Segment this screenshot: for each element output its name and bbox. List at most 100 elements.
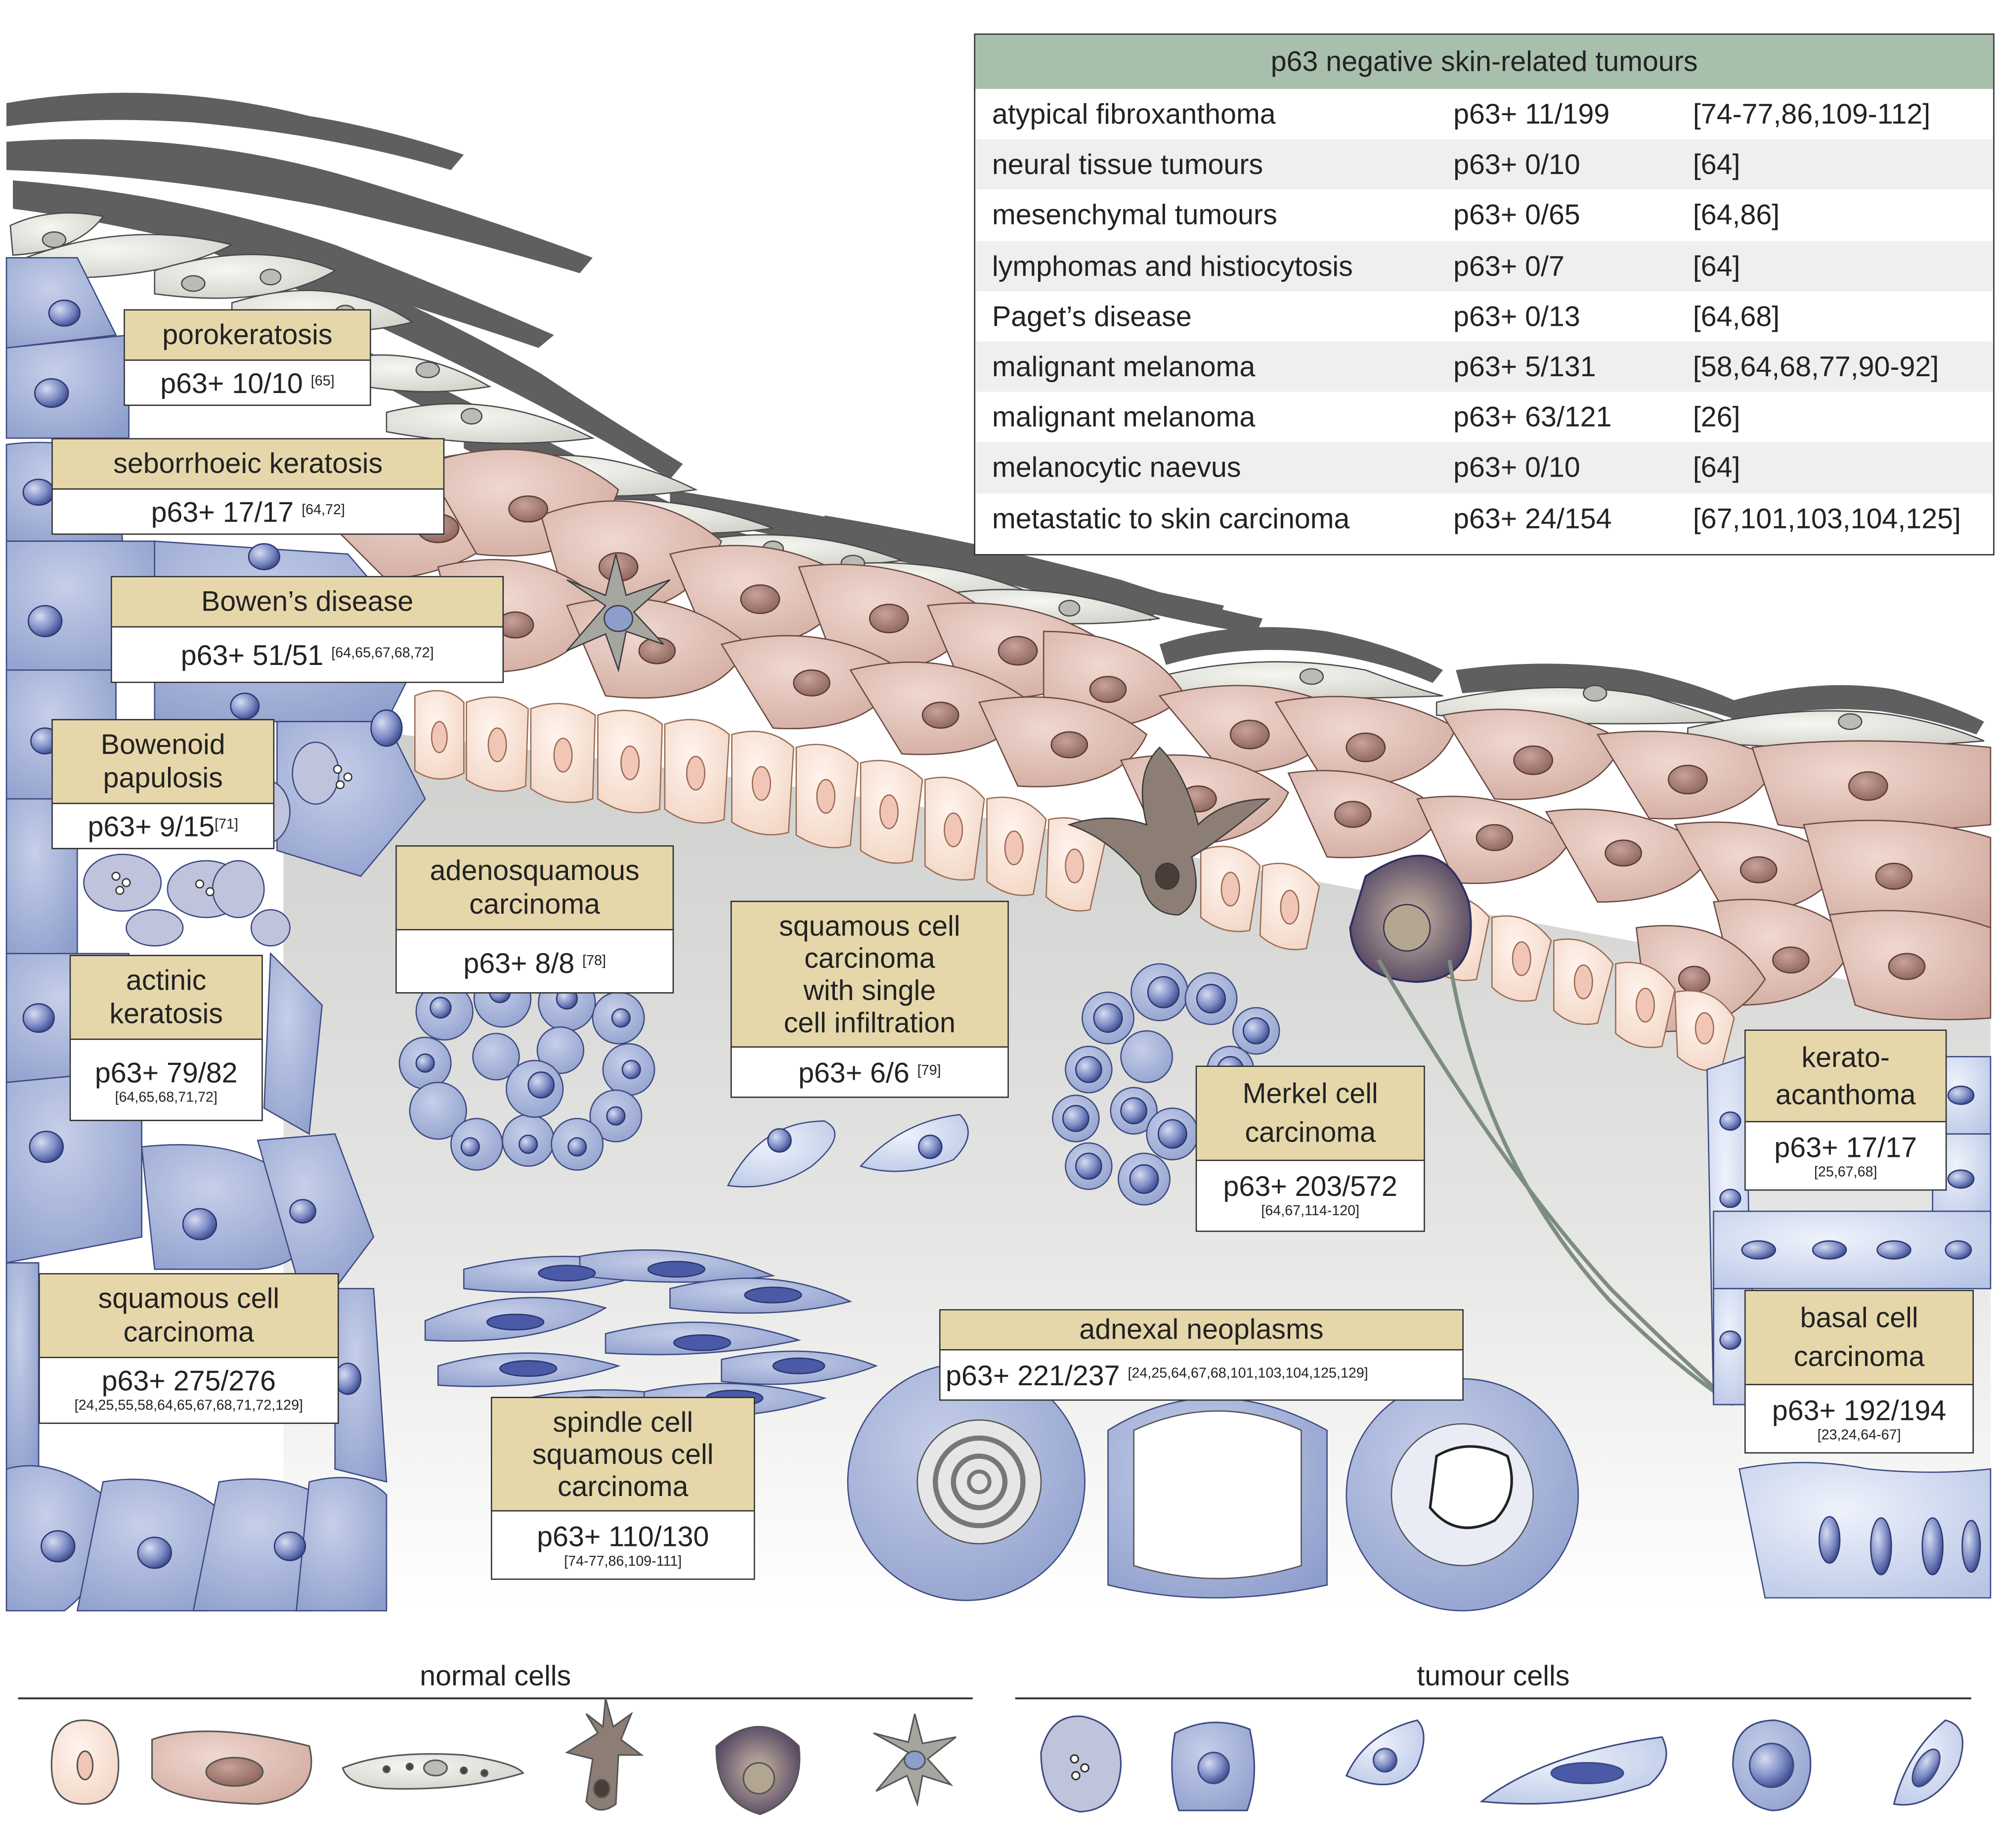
label-title-line: carcinoma — [469, 887, 600, 921]
row-name: neural tissue tumours — [992, 148, 1263, 181]
legend-tumour-cells — [1040, 1715, 1964, 1813]
row-name: metastatic to skin carcinoma — [992, 502, 1350, 534]
label-value-line: p63+ 221/237 [24,25,64,67,68,101,103,104… — [940, 1350, 1463, 1400]
label-value-line: p63+ 10/10 [65] — [125, 360, 370, 405]
label-porokeratosis: porokeratosis p63+ 10/10 [65] — [124, 309, 371, 406]
row-refs: [58,64,68,77,90-92] — [1693, 350, 1939, 383]
label-refs: [24,25,64,67,68,101,103,104,125,129] — [1128, 1365, 1368, 1382]
table-row: melanocytic naevus p63+ 0/10 [64] — [975, 442, 1994, 493]
row-name: Paget’s disease — [992, 300, 1192, 332]
label-value: p63+ 275/276 — [101, 1364, 276, 1397]
row-value: p63+ 0/65 — [1453, 199, 1580, 231]
label-title-line: kerato- — [1801, 1041, 1890, 1074]
label-refs: [64,65,68,71,72] — [115, 1090, 217, 1106]
label-refs: [71] — [215, 817, 238, 833]
label-title-line: carcinoma — [804, 942, 935, 974]
row-value: p63+ 11/199 — [1453, 98, 1610, 131]
row-refs: [64] — [1693, 249, 1740, 282]
dendritic-cells — [566, 554, 1271, 916]
label-value: p63+ 221/237 — [946, 1359, 1120, 1392]
label-title-line: squamous cell — [532, 1438, 714, 1470]
label-title-line: keratosis — [109, 997, 223, 1030]
label-seborrhoeic-keratosis: seborrhoeic keratosis p63+ 17/17 [64,72] — [51, 438, 445, 535]
label-value-block: p63+ 192/194[23,24,64-67] — [1745, 1385, 1973, 1452]
label-value: p63+ 17/17 — [1774, 1131, 1917, 1164]
label-refs: [23,24,64-67] — [1817, 1427, 1901, 1444]
label-refs: [24,25,55,58,64,65,67,68,71,72,129] — [74, 1398, 304, 1414]
row-value: p63+ 0/10 — [1453, 148, 1580, 181]
label-title-line: squamous cell — [98, 1282, 280, 1315]
label-value: p63+ 8/8 — [463, 947, 575, 979]
row-name: malignant melanoma — [992, 350, 1256, 383]
label-value: p63+ 10/10 — [160, 367, 303, 400]
legend-normal-cells — [50, 1698, 956, 1815]
label-bowens-disease: Bowen’s disease p63+ 51/51 [64,65,67,68,… — [111, 576, 504, 683]
legend-normal-title: normal cells — [420, 1660, 571, 1692]
row-name: melanocytic naevus — [992, 451, 1241, 484]
single-infiltrating-nuclei — [767, 1128, 943, 1159]
spindle-cell-cluster — [424, 1249, 878, 1421]
label-title-line: squamous cell — [779, 910, 960, 942]
label-value: p63+ 6/6 — [798, 1056, 910, 1089]
label-value: p63+ 51/51 — [180, 639, 324, 671]
label-value-block: p63+ 275/276[24,25,55,58,64,65,67,68,71,… — [40, 1358, 338, 1423]
label-title-line: carcinoma — [557, 1470, 689, 1503]
label-title-line: carcinoma — [1793, 1340, 1925, 1372]
label-value-block: p63+ 203/572[64,67,114-120] — [1197, 1161, 1424, 1231]
label-title-line: cell infiltration — [783, 1006, 956, 1039]
label-title: adnexal neoplasms — [940, 1310, 1463, 1351]
row-refs: [64] — [1693, 451, 1740, 484]
label-refs: [65] — [310, 373, 335, 390]
label-title: seborrhoeic keratosis — [52, 439, 443, 490]
row-refs: [64,86] — [1693, 199, 1780, 231]
merkel-cell — [1349, 854, 1735, 1407]
row-name: atypical fibroxanthoma — [992, 98, 1276, 131]
row-refs: [26] — [1693, 400, 1740, 434]
single-infiltrating-cells — [727, 1114, 969, 1188]
label-adnexal-neoplasms: adnexal neoplasms p63+ 221/237 [24,25,64… — [939, 1309, 1464, 1401]
row-refs: [67,101,103,104,125] — [1693, 502, 1961, 534]
label-title-line: actinic — [126, 964, 207, 996]
label-value-block: p63+ 79/82[64,65,68,71,72] — [71, 1040, 262, 1120]
label-title-line: Bowenoid — [100, 728, 225, 760]
label-refs: [64,65,67,68,72] — [331, 645, 434, 661]
label-title-line: adenosquamous — [430, 854, 640, 887]
label-title-line: acanthoma — [1775, 1078, 1916, 1111]
label-title: kerato-acanthoma — [1745, 1031, 1946, 1123]
legend-tumour-title: tumour cells — [1417, 1660, 1570, 1692]
label-title-line: with single — [803, 974, 936, 1007]
table-row: mesenchymal tumours p63+ 0/65 [64,86] — [975, 190, 1993, 240]
spinous-nuclei — [417, 495, 1926, 993]
row-name: mesenchymal tumours — [992, 199, 1277, 231]
label-value: p63+ 9/15 — [87, 810, 215, 843]
label-title-line: papulosis — [103, 761, 223, 794]
row-value: p63+ 0/10 — [1453, 451, 1580, 484]
label-title-line: carcinoma — [123, 1316, 255, 1348]
label-title-line: basal cell — [1800, 1301, 1918, 1334]
label-refs: [74-77,86,109-111] — [564, 1554, 682, 1570]
row-refs: [64] — [1693, 148, 1740, 181]
left-tumour-nuclei — [22, 300, 403, 1569]
label-basal-cell-carcinoma: basal cell carcinoma p63+ 192/194[23,24,6… — [1744, 1290, 1974, 1454]
label-value-line: p63+ 9/15[71] — [52, 804, 273, 848]
basal-layer — [414, 690, 1735, 1071]
label-value-line: p63+ 51/51 [64,65,67,68,72] — [112, 627, 503, 682]
right-tumour-nuclei — [1719, 1085, 1981, 1576]
label-title-line: spindle cell — [553, 1406, 694, 1438]
label-value-block: p63+ 110/130[74-77,86,109-111] — [492, 1511, 754, 1579]
